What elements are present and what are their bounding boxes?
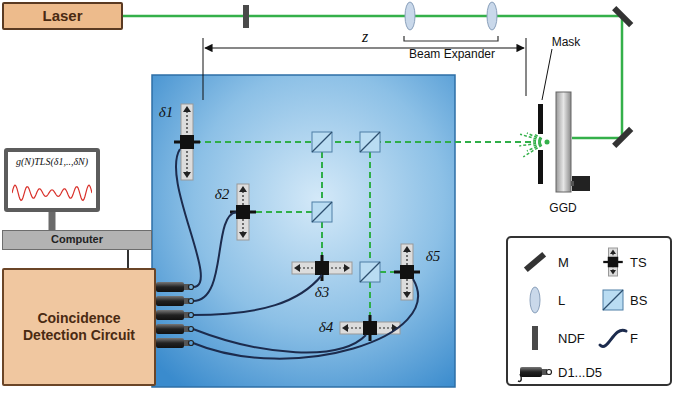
node-text: g(N)TLS(δ1,..,δN) xyxy=(16,156,88,168)
optical-fiber xyxy=(193,329,366,352)
leader-line xyxy=(542,49,552,100)
fibers xyxy=(176,149,418,359)
detector-symbol xyxy=(516,357,554,387)
mirror-symbol xyxy=(516,247,554,277)
beam-splitter-face xyxy=(603,290,623,310)
mirror xyxy=(612,127,633,148)
dimension-label: z xyxy=(362,28,368,46)
motor xyxy=(572,176,590,191)
scattered-light xyxy=(519,133,542,157)
detectors xyxy=(156,282,194,348)
legend-text: L xyxy=(558,293,565,308)
bracket xyxy=(404,36,498,41)
part-label: Beam Expander xyxy=(409,47,495,61)
detector xyxy=(156,296,194,306)
optical-table xyxy=(152,75,455,387)
legend-text: NDF xyxy=(558,331,585,346)
stage-symbol xyxy=(594,247,632,277)
optical-fiber xyxy=(193,279,418,359)
legend-text: F xyxy=(630,331,638,346)
scatter-ray xyxy=(527,144,542,151)
legend-text: D1...D5 xyxy=(558,365,602,380)
beam-splitters xyxy=(312,132,380,282)
beam-splitter xyxy=(360,262,380,282)
fiber-symbol xyxy=(594,323,632,353)
translation-stage xyxy=(603,248,623,276)
legend-box: M TS L BS NDF F D1...D5 xyxy=(506,236,672,386)
optical-fiber xyxy=(176,149,201,287)
beam-splitter xyxy=(312,202,332,222)
lens xyxy=(405,2,415,30)
legend-text: M xyxy=(558,255,569,270)
computer-box: Computer xyxy=(2,230,152,250)
beam-splitter-face xyxy=(360,262,380,282)
scatter-ray xyxy=(519,143,541,146)
legend-text: TS xyxy=(630,255,647,270)
laser-beam xyxy=(123,16,622,138)
connector xyxy=(127,250,129,268)
mirror xyxy=(612,6,633,27)
beam-splitter-face xyxy=(312,202,332,222)
ground-glass-disk xyxy=(556,92,571,192)
detector xyxy=(520,367,552,377)
splitter-symbol xyxy=(594,285,632,315)
translation-stage xyxy=(394,244,420,300)
scatter-ray xyxy=(520,134,541,140)
delay-label: δ1 xyxy=(159,104,173,121)
part-label: GGD xyxy=(549,201,576,215)
signal-trace xyxy=(12,181,92,205)
scatter-ray xyxy=(523,145,542,157)
dimension-tick xyxy=(526,38,527,96)
lens-symbol xyxy=(516,285,554,315)
scatter-ray xyxy=(531,140,541,141)
detector xyxy=(156,310,194,320)
dimension-tick xyxy=(203,38,204,100)
beam-splitter xyxy=(360,132,380,152)
node-text: Coincidence Detection Circuit xyxy=(4,310,154,344)
delay-label: δ3 xyxy=(315,284,329,301)
speckle-source xyxy=(545,140,550,145)
delay-label: δ2 xyxy=(215,186,229,203)
beam-splitter xyxy=(603,290,623,310)
translation-stage xyxy=(174,104,200,180)
node-text: Laser xyxy=(42,7,82,25)
delay-label: δ5 xyxy=(426,248,440,265)
mask xyxy=(538,150,543,184)
translation-stages xyxy=(174,104,420,341)
circuit-box: Coincidence Detection Circuit xyxy=(2,268,156,386)
nd-filter xyxy=(243,5,249,28)
delay-label: δ4 xyxy=(319,319,333,336)
beam-splitter-face xyxy=(312,132,332,152)
legend-text: BS xyxy=(630,293,647,308)
lens xyxy=(487,2,497,30)
optical-fiber xyxy=(193,212,236,301)
filter-symbol xyxy=(516,323,554,353)
light-paths xyxy=(195,142,536,320)
detector xyxy=(156,338,194,348)
motor-shaft xyxy=(571,181,574,186)
detector xyxy=(156,324,194,334)
translation-stage xyxy=(340,315,400,341)
node-text: Computer xyxy=(51,233,103,246)
detector xyxy=(156,282,194,292)
connector xyxy=(49,212,56,230)
beam-splitter-face xyxy=(360,132,380,152)
part-label: Mask xyxy=(552,35,581,49)
mask xyxy=(538,104,543,134)
optical-fiber xyxy=(193,275,322,315)
monitor-screen: g(N)TLS(δ1,..,δN) xyxy=(4,148,100,212)
laser-box: Laser xyxy=(2,2,123,30)
beam-splitter xyxy=(312,132,332,152)
translation-stage xyxy=(292,255,352,281)
